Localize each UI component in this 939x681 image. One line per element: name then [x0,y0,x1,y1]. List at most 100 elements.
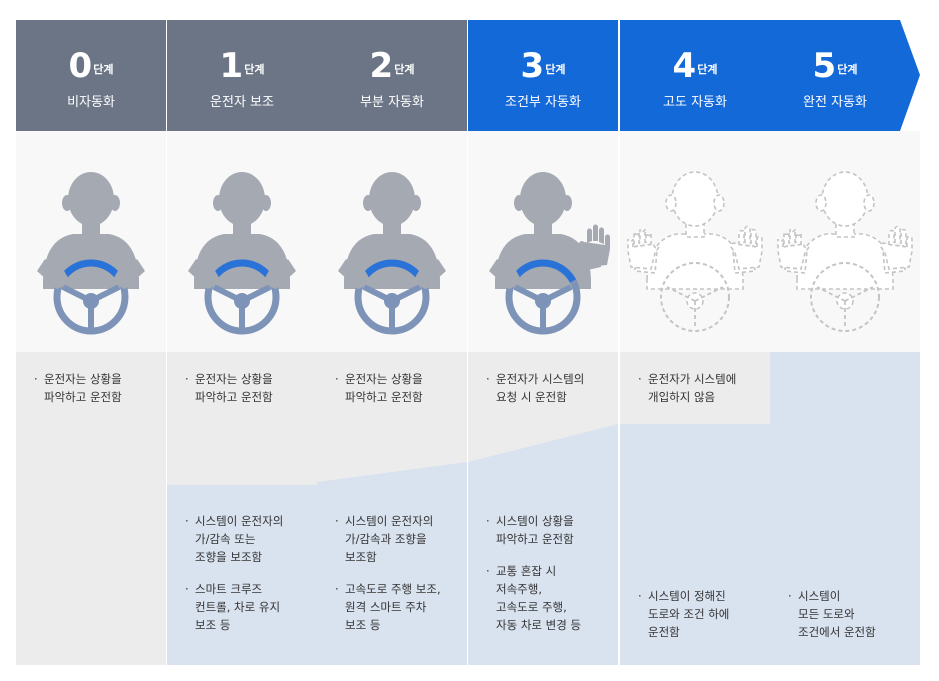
driver-raised-hand-icon [489,172,610,335]
level-number: 5단계 [812,46,858,86]
text-line: 고속도로 주행, [496,600,567,614]
level-number: 2단계 [369,46,415,86]
level-5-header-arrow [770,20,920,131]
level-3-figure [468,131,618,352]
level-name: 완전 자동화 [803,95,867,110]
text-line: 파악하고 운전함 [345,390,423,404]
text-line: 운전자는 상황을 [345,372,423,386]
level-5-header: 5단계 완전 자동화 [770,20,900,131]
text-line: 원격 스마트 주차 [345,600,427,614]
level-0-figure [16,131,166,352]
level-name: 고도 자동화 [663,95,727,110]
level-4-header: 4단계 고도 자동화 [620,20,770,131]
text-line: 요청 시 운전함 [496,390,567,404]
level-number: 0단계 [68,46,114,86]
text-line: 보조함 [345,550,377,564]
driver-solid-icon [338,172,446,335]
text-line: 도로와 조건 하에 [648,607,730,621]
level-1-figure [167,131,317,352]
text-line: 고속도로 주행 보조, [345,582,441,596]
level-name: 부분 자동화 [360,95,424,110]
text-line: 보조 등 [345,618,381,632]
system-area [770,352,920,665]
text-line: 시스템이 [798,589,841,603]
bullet: · [638,372,642,386]
driver-solid-icon [188,172,296,335]
text-line: 시스템이 상황을 [496,514,574,528]
level-5-figure [770,131,920,352]
text-line: 조건에서 운전함 [798,625,876,639]
level-3-header: 3단계 조건부 자동화 [468,20,618,131]
bullet: · [638,589,642,603]
bullet: · [335,582,339,596]
driver-area [16,352,166,665]
level-1-header: 1단계 운전자 보조 [167,20,317,131]
system-area [468,424,618,665]
text-line: 가/감속과 조향을 [345,532,427,546]
level-number: 4단계 [672,46,718,86]
text-line: 시스템이 운전자의 [195,514,284,528]
system-area [317,462,467,665]
text-line: 운전자는 상황을 [44,372,122,386]
level-number: 3단계 [520,46,566,86]
text-line: 운전자가 시스템에 [648,372,737,386]
bullet: · [185,372,189,386]
system-area [620,424,770,665]
text-line: 모든 도로와 [798,607,855,621]
bullet: · [486,514,490,528]
text-line: 개입하지 않음 [648,390,716,404]
level-2-figure [317,131,467,352]
driver-solid-icon [37,172,145,335]
text-line: 운전자가 시스템의 [496,372,585,386]
text-line: 운전자는 상황을 [195,372,273,386]
bullet: · [335,514,339,528]
level-name: 비자동화 [67,95,115,110]
level-name: 운전자 보조 [210,95,274,110]
text-line: 운전함 [648,625,680,639]
bullet: · [185,582,189,596]
bullet: · [335,372,339,386]
bullet: · [486,372,490,386]
bullet: · [788,589,792,603]
text-line: 파악하고 운전함 [496,532,574,546]
bullet: · [34,372,38,386]
text-line: 교통 혼잡 시 [496,564,557,578]
text-line: 파악하고 운전함 [44,390,122,404]
text-line: 시스템이 정해진 [648,589,726,603]
text-line: 컨트롤, 차로 유지 [195,600,281,614]
level-0-header: 0단계 비자동화 [16,20,166,131]
text-line: 파악하고 운전함 [195,390,273,404]
text-line: 시스템이 운전자의 [345,514,434,528]
text-line: 가/감속 또는 [195,532,256,546]
bullet: · [486,564,490,578]
text-line: 자동 차로 변경 등 [496,618,582,632]
text-line: 스마트 크루즈 [195,582,263,596]
driver-dashed-outline-icon [627,171,763,332]
driver-dashed-outline-icon [777,171,913,332]
level-2-header: 2단계 부분 자동화 [317,20,467,131]
text-line: 저속주행, [496,582,542,596]
level-4-figure [620,131,770,352]
level-number: 1단계 [219,46,265,86]
level-name: 조건부 자동화 [505,95,581,110]
